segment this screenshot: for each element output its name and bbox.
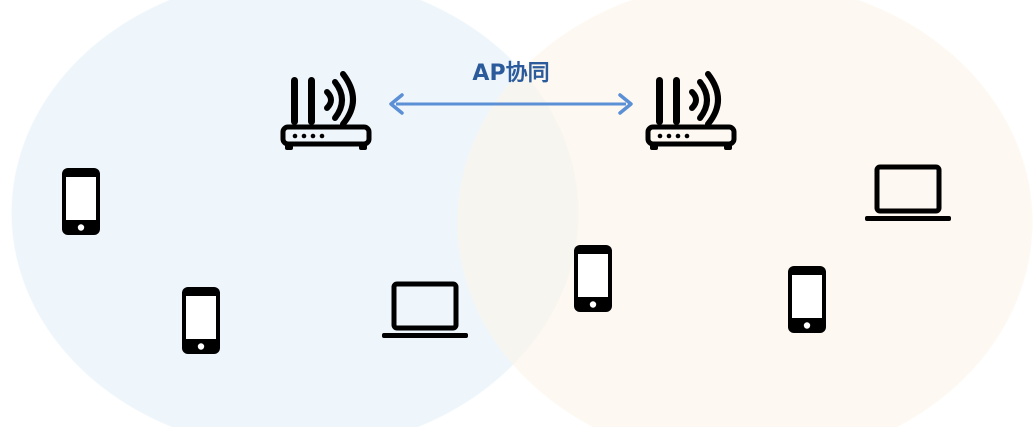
phone-icon — [574, 245, 612, 312]
router-right-icon — [648, 74, 734, 150]
phone-icon — [788, 266, 826, 333]
ap-coordination-label: AP协同 — [472, 61, 550, 86]
arrowhead-left-icon — [389, 93, 404, 115]
laptop-icon — [865, 167, 951, 221]
laptop-icon — [382, 284, 468, 338]
phone-icon — [62, 168, 100, 235]
arrowhead-right-icon — [618, 93, 633, 115]
router-left-icon — [283, 74, 369, 150]
phone-icon — [182, 287, 220, 354]
